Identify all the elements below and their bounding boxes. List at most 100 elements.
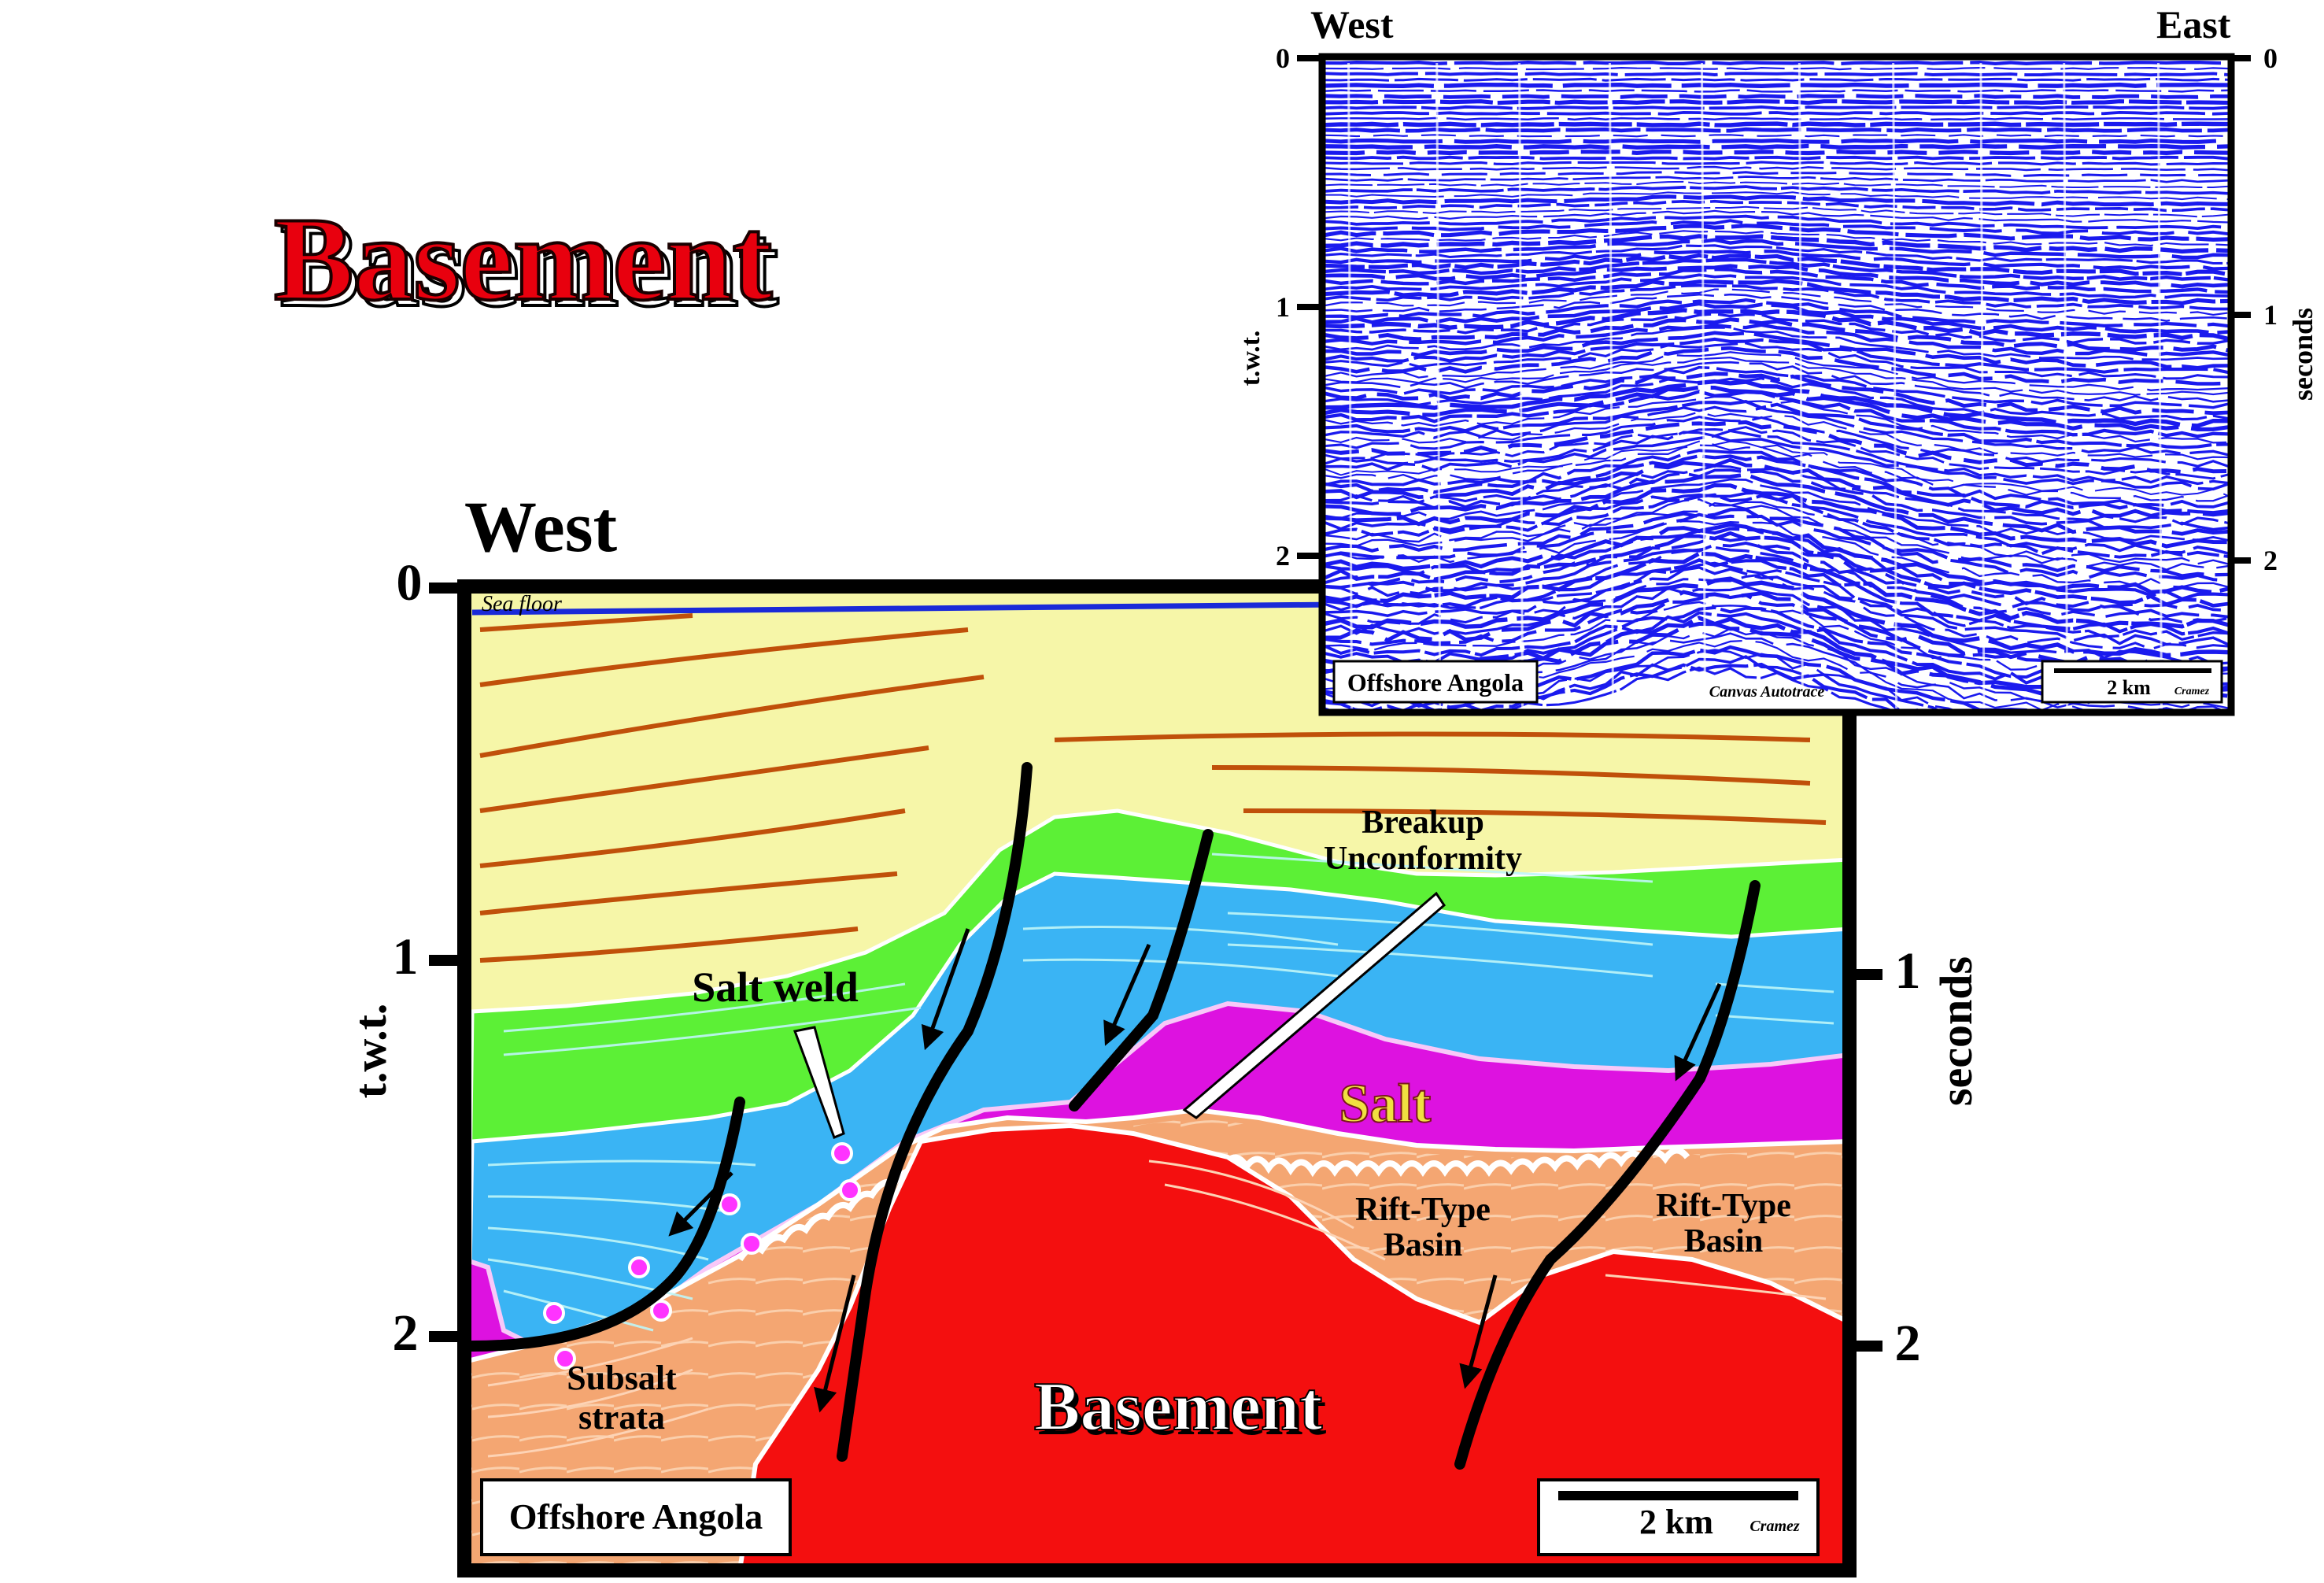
- scale-bar-text: 2 km: [1639, 1503, 1713, 1541]
- seismic-reflector: [1325, 180, 2230, 188]
- seismic-trace-seam: [1347, 62, 1354, 709]
- seismic-reflector: [1325, 293, 2230, 322]
- location-box: Offshore Angola: [480, 1478, 792, 1556]
- seismic-author-credit: Cramez: [2174, 686, 2210, 697]
- seismic-reflector: [1325, 194, 2230, 207]
- right-tick-2: 2: [1895, 1315, 1921, 1372]
- basement-unit: [737, 1123, 1849, 1570]
- seismic-reflector: [1325, 551, 2230, 629]
- seismic-reflector: [1325, 542, 2230, 619]
- scale-bar: 2 km Cramez: [1537, 1478, 1820, 1556]
- seismic-reflector: [1325, 449, 2230, 509]
- fault-arrows: [668, 928, 1722, 1413]
- seismic-trace-seam: [1892, 62, 1898, 709]
- seismic-reflector: [1325, 585, 2230, 665]
- seismic-reflector: [1325, 121, 2230, 128]
- seismic-reflector: [1325, 472, 2230, 536]
- geologic-cross-section: West: [345, 486, 1982, 1577]
- seismic-reflector: [1325, 301, 2230, 335]
- fault-2: [837, 762, 1033, 1462]
- seismic-left-axis-title: t.w.t.: [1236, 331, 1265, 387]
- fault-3: [1069, 829, 1214, 1111]
- seismic-traces: [1325, 60, 2230, 712]
- seismic-reflector: [1325, 267, 2230, 294]
- seismic-reflector: [1325, 361, 2230, 403]
- page-title-shadow: Basement: [280, 199, 778, 331]
- seismic-reflector: [1325, 566, 2230, 646]
- subsalt-label-2: strata: [578, 1398, 665, 1437]
- faults: [467, 762, 1761, 1470]
- subsalt-label-1: Subsalt: [567, 1359, 677, 1397]
- seismic-reflector: [1325, 420, 2230, 475]
- seismic-reflector: [1325, 426, 2230, 480]
- sea-floor-line: [471, 601, 1339, 616]
- seismic-trace-seam: [1700, 62, 1706, 709]
- seismic-reflector: [1325, 531, 2230, 608]
- seismic-reflector: [1325, 253, 2230, 277]
- seismic-frame: [1318, 53, 2235, 716]
- seismic-reflector: [1325, 224, 2230, 242]
- seismic-reflector: [1325, 117, 2230, 121]
- seismic-reflector: [1325, 205, 2230, 218]
- seismic-east-label: East: [2156, 2, 2231, 46]
- sea-floor-label: Sea floor: [482, 592, 562, 616]
- basement-label-text: Basement: [1034, 1369, 1323, 1445]
- seismic-right-tick-1: 1: [2263, 299, 2278, 331]
- seismic-reflector: [1325, 501, 2230, 571]
- west-label: West: [464, 486, 618, 567]
- seismic-reflector: [1325, 89, 2230, 93]
- seismic-reflector: [1325, 283, 2229, 311]
- breakup-label-1: Breakup: [1362, 804, 1484, 841]
- rift-basin-2-label-2: Basin: [1684, 1223, 1763, 1259]
- rift-basin-2-label-1: Rift-Type: [1656, 1188, 1791, 1224]
- seismic-reflector: [1325, 323, 2230, 357]
- salt-weld-arrow: [793, 1026, 845, 1139]
- seismic-reflector: [1325, 429, 2230, 486]
- seismic-reflector: [1325, 250, 2230, 271]
- seismic-reflector: [1325, 372, 2230, 416]
- seismic-reflector: [1325, 214, 2230, 231]
- seismic-reflector: [1325, 60, 2230, 66]
- seismic-reflector: [1325, 161, 2230, 166]
- seismic-reflector: [1325, 520, 2230, 589]
- right-tick-1: 1: [1895, 942, 1921, 1000]
- seismic-right-tick-2: 2: [2263, 545, 2278, 576]
- seismic-reflector: [1325, 191, 2230, 201]
- seismic-reflector: [1325, 171, 2230, 177]
- seismic-trace-seam: [1797, 62, 1804, 709]
- seismic-trace-seam: [1435, 62, 1442, 709]
- seismic-reflector: [1325, 134, 2230, 138]
- seismic-reflector: [1325, 66, 2230, 71]
- left-tick-0: 0: [397, 554, 423, 612]
- seismic-reflector: [1325, 561, 2230, 642]
- seismic-reflector: [1325, 94, 2229, 99]
- breakup-arrow: [1182, 891, 1446, 1119]
- seismic-reflector: [1325, 464, 2230, 526]
- seismic-reflector: [1325, 385, 2230, 431]
- seismic-reflector: [1325, 99, 2230, 105]
- seismic-reflector: [1325, 444, 2230, 502]
- seismic-reflector: [1325, 342, 2230, 380]
- seismic-reflector: [1325, 77, 2230, 82]
- seismic-reflector: [1325, 82, 2229, 89]
- seismic-reflector: [1325, 234, 2230, 254]
- seismic-reflector: [1325, 331, 2230, 370]
- seismic-reflector: [1325, 199, 2230, 213]
- seismic-reflector: [1325, 468, 2230, 531]
- seismic-reflector: [1325, 405, 2230, 457]
- left-tick-1: 1: [393, 928, 419, 986]
- seismic-reflector: [1325, 72, 2230, 77]
- seismic-reflector: [1325, 357, 2230, 396]
- seismic-reflector: [1325, 483, 2230, 549]
- seismic-reflector: [1325, 138, 2230, 144]
- seismic-reflector: [1325, 454, 2230, 515]
- seismic-location-box: Offshore Angola: [1332, 660, 1539, 704]
- seismic-reflector: [1325, 230, 2230, 247]
- seismic-reflector: [1325, 440, 2230, 497]
- salt-weld-dots: [543, 1142, 861, 1370]
- seismic-reflector: [1325, 308, 2230, 342]
- seismic-trace-seam: [2063, 62, 2069, 709]
- author-credit: Cramez: [1749, 1518, 1800, 1535]
- seismic-reflector: [1325, 110, 2230, 116]
